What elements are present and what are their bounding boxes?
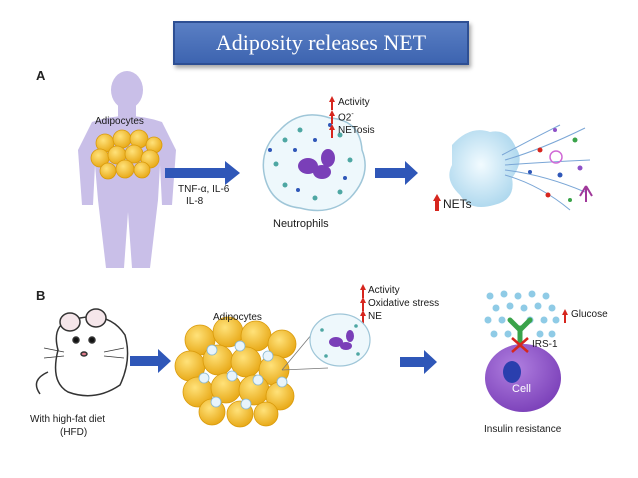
cytokines-label-line1: TNF-α, IL-6 — [178, 184, 230, 195]
adipocyte-cluster-a — [90, 129, 163, 180]
nets-structure — [449, 124, 593, 211]
insulin-resistance-label: Insulin resistance — [484, 424, 562, 435]
arrow-b1 — [130, 349, 171, 373]
arrow-a2 — [375, 161, 418, 185]
panel-a-label: A — [36, 68, 46, 83]
cytokines-label-line2: IL-8 — [186, 196, 204, 207]
effect-netosis-a: NETosis — [338, 125, 375, 136]
effect-oxidative-stress-b: Oxidative stress — [368, 298, 440, 309]
mouse-caption-line2: (HFD) — [60, 427, 88, 438]
effect-o2-a: O2- — [338, 111, 354, 124]
neutrophils-infiltrating — [198, 340, 288, 410]
neutrophil-zoom-callout — [281, 313, 371, 371]
mouse-illustration — [35, 308, 129, 397]
title-banner: Adiposity releases NET — [173, 21, 469, 65]
adipocytes-label-a: Adipocytes — [95, 116, 144, 127]
adipocytes-label-b: Adipocytes — [213, 312, 262, 323]
title-text: Adiposity releases NET — [215, 30, 427, 55]
irs1-label: IRS-1 — [532, 339, 558, 350]
effect-activity-a: Activity — [338, 97, 370, 108]
mouse-caption-line1: With high-fat diet — [30, 414, 106, 425]
up-arrows — [329, 96, 568, 324]
neutrophils-label: Neutrophils — [273, 218, 329, 230]
effect-ne-b: NE — [368, 311, 382, 322]
effect-activity-b: Activity — [368, 285, 400, 296]
glucose-label: Glucose — [571, 309, 608, 320]
insulin-resistant-cell — [485, 317, 561, 412]
cell-label: Cell — [512, 383, 531, 395]
panel-b-label: B — [36, 288, 46, 303]
glucose-molecules — [484, 290, 560, 338]
adipocyte-cluster-b — [174, 316, 297, 428]
nets-label: NETs — [443, 197, 472, 211]
arrow-a1 — [165, 161, 240, 185]
arrow-b2 — [400, 350, 437, 374]
